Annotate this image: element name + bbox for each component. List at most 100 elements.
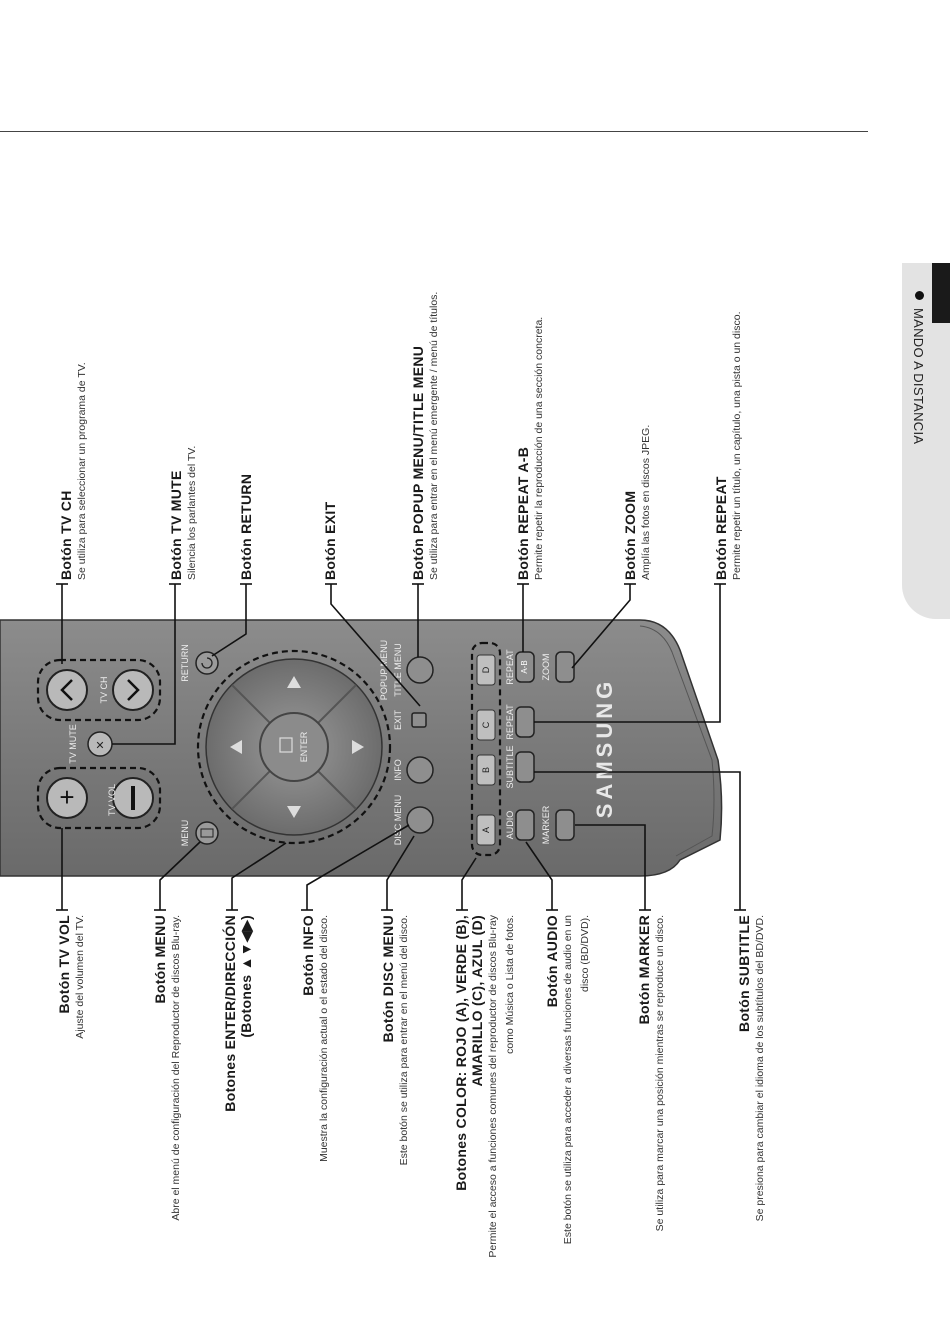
callout-subtitle: Botón SUBTITLE Se presiona para cambiar … — [736, 915, 769, 1300]
callout-desc: Se utiliza para marcar una posición mien… — [654, 915, 666, 1232]
callout-title: Botones ENTER/DIRECCIÓN — [222, 915, 238, 1112]
callout-desc: Este botón se utiliza para entrar en el … — [398, 915, 410, 1166]
callout-color: Botones COLOR: ROJO (A), VERDE (B), AMAR… — [453, 915, 519, 1300]
callout-menu: Botón MENU Abre el menú de configuración… — [152, 915, 185, 1300]
down-arrow-icon — [287, 806, 301, 818]
callout-title: Botón INFO — [300, 915, 316, 996]
callout-marker: Botón MARKER Se utiliza para marcar una … — [636, 915, 669, 1300]
callout-desc: Amplía las fotos en discos JPEG. — [640, 424, 652, 580]
disc-menu-button — [406, 806, 434, 834]
tv-ch-silk: TV CH — [99, 677, 109, 704]
d-label: D — [481, 666, 491, 673]
repeat-ab-button — [515, 651, 535, 683]
tv-vol-silk: TV VOL — [107, 784, 117, 816]
repeat-ab-silk: REPEAT — [505, 649, 515, 685]
chevron-right-icon — [127, 679, 140, 701]
disc-menu-silk: DISC MENU — [393, 795, 403, 846]
zoom-silk: ZOOM — [541, 654, 551, 681]
enter-silk: ENTER — [299, 731, 309, 762]
callout-tv-ch: Botón TV CH Se utiliza para seleccionar … — [58, 280, 91, 580]
ch-down-button — [46, 669, 88, 711]
return-icon — [201, 657, 213, 669]
return-silk: RETURN — [180, 644, 190, 682]
section-tab: MANDO A DISTANCIA — [902, 263, 950, 619]
leader-lines — [56, 583, 746, 911]
callout-info: Botón INFO Muestra la configuración actu… — [300, 915, 333, 1300]
callout-title: Botón REPEAT A-B — [515, 446, 531, 580]
callout-desc: Abre el menú de configuración del Reprod… — [170, 915, 182, 1221]
c-label: C — [481, 721, 491, 728]
subtitle-silk: SUBTITLE — [505, 745, 515, 788]
callout-return: Botón RETURN — [238, 380, 254, 580]
menu-silk: MENU — [180, 820, 190, 847]
callout-repeat-ab: Botón REPEAT A-B Permite repetir la repr… — [515, 220, 548, 580]
callout-desc: Permite el acceso a funciones comunes de… — [487, 915, 516, 1258]
info-silk: INFO — [393, 759, 403, 781]
return-button — [195, 651, 219, 675]
exit-silk: EXIT — [393, 710, 403, 731]
minus-icon — [131, 786, 135, 810]
callout-title: Botón TV VOL — [56, 915, 72, 1014]
brand-logo: SAMSUNG — [592, 678, 617, 818]
callout-title: Botones COLOR: ROJO (A), VERDE (B), — [453, 915, 469, 1191]
callout-title-2: (Botones ▲▼◀▶) — [238, 915, 254, 1038]
b-label: B — [481, 767, 491, 773]
callout-audio: Botón AUDIO Este botón se utiliza para a… — [544, 915, 594, 1300]
color-c-button — [476, 709, 496, 741]
section-tab-marker — [932, 263, 950, 323]
callout-desc: Silencia los parlantes del TV. — [186, 445, 198, 580]
menu-button — [195, 821, 219, 845]
callout-tv-mute: Botón TV MUTE Silencia los parlantes del… — [168, 380, 201, 580]
callout-title: Botón POPUP MENU/TITLE MENU — [410, 345, 426, 580]
audio-button — [515, 809, 535, 841]
callout-popup: Botón POPUP MENU/TITLE MENU Se utiliza p… — [410, 250, 443, 580]
subtitle-button — [515, 751, 535, 783]
ch-up-button — [112, 669, 154, 711]
color-d-button — [476, 654, 496, 686]
ab-label: A-B — [520, 660, 529, 673]
mute-icon: ✕ — [95, 740, 104, 752]
chevron-left-icon — [60, 679, 73, 701]
callout-tv-vol: Botón TV VOL Ajuste del volumen del TV. — [56, 915, 89, 1300]
callout-title: Botón EXIT — [322, 501, 338, 580]
left-arrow-icon — [230, 740, 242, 754]
callout-exit: Botón EXIT — [322, 380, 338, 580]
popup-menu-silk: POPUP MENU — [379, 640, 389, 700]
marker-button — [555, 809, 575, 841]
callout-title: Botón MENU — [152, 915, 168, 1004]
marker-silk: MARKER — [541, 805, 551, 844]
header-rule — [0, 131, 868, 132]
callout-title-2: AMARILLO (C), AZUL (D) — [469, 915, 485, 1087]
callout-title: Botón RETURN — [238, 473, 254, 580]
enter-icon — [279, 737, 293, 753]
enter-button — [259, 712, 329, 782]
repeat-button — [515, 706, 535, 738]
callout-title: Botón REPEAT — [713, 476, 729, 580]
callout-enter: Botones ENTER/DIRECCIÓN (Botones ▲▼◀▶) — [222, 915, 255, 1300]
callout-desc: Permite repetir la reproducción de una s… — [533, 316, 545, 580]
repeat-silk: REPEAT — [505, 704, 515, 740]
menu-icon — [200, 828, 214, 838]
callout-desc: Permite repetir un título, un capítulo, … — [731, 311, 743, 581]
callout-title: Botón TV MUTE — [168, 470, 184, 580]
right-arrow-icon — [352, 740, 364, 754]
color-a-button — [476, 814, 496, 846]
callout-disc-menu: Botón DISC MENU Este botón se utiliza pa… — [380, 915, 413, 1300]
callout-title: Botón TV CH — [58, 490, 74, 580]
vol-up-button — [46, 777, 88, 819]
a-label: A — [481, 827, 491, 833]
callout-title: Botón AUDIO — [544, 915, 560, 1008]
callout-desc: Se utiliza para seleccionar un programa … — [76, 362, 88, 580]
callout-title: Botón DISC MENU — [380, 915, 396, 1043]
callout-desc: Este botón se utiliza para acceder a div… — [562, 915, 591, 1245]
tv-mute-silk: TV MUTE — [68, 724, 78, 764]
callout-title: Botón ZOOM — [622, 490, 638, 580]
audio-silk: AUDIO — [505, 811, 515, 840]
callout-desc: Muestra la configuración actual o el est… — [318, 915, 330, 1162]
info-button — [406, 756, 434, 784]
plus-icon: + — [59, 782, 74, 812]
callout-title: Botón MARKER — [636, 915, 652, 1025]
exit-button — [411, 712, 427, 728]
up-arrow-icon — [287, 676, 301, 688]
